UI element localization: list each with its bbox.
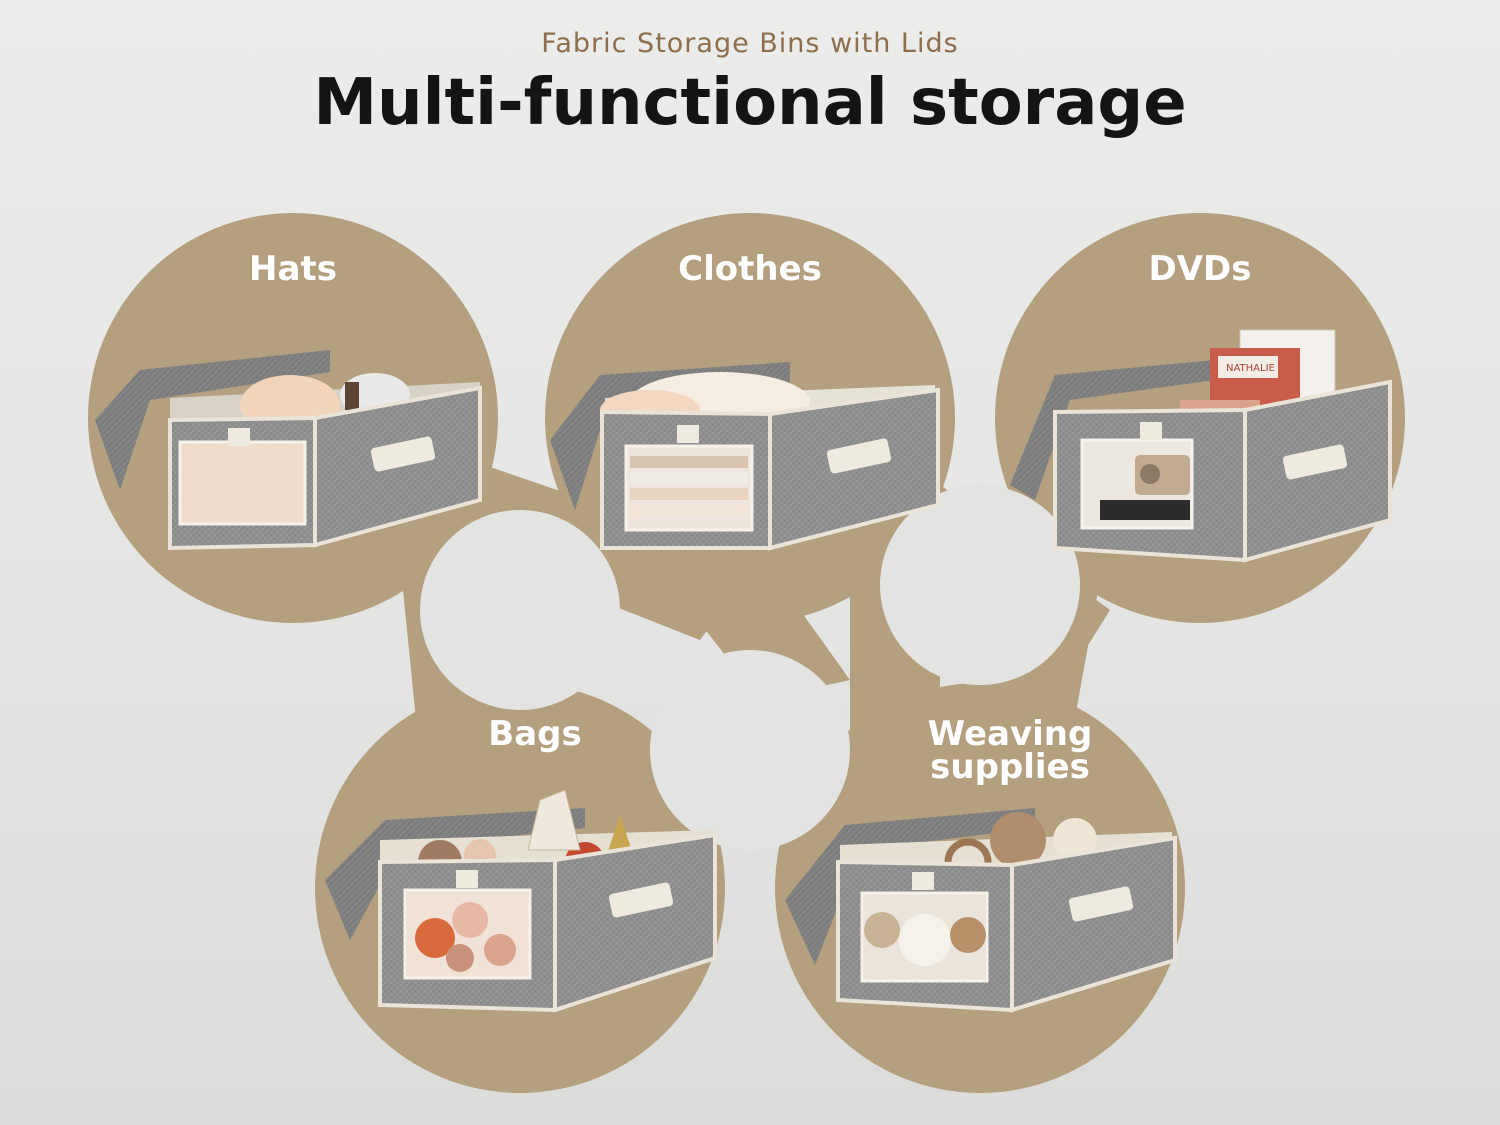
circle-label-bags: Bags [488, 714, 582, 754]
circle-label-hats: Hats [249, 249, 337, 289]
bags-box-image [325, 789, 717, 1013]
circle-label-clothes: Clothes [678, 249, 822, 289]
hats-box-image [95, 350, 482, 551]
circle-label-weaving-line2: supplies [930, 747, 1090, 787]
clothes-box-image [550, 362, 940, 551]
circle-label-weaving-line1: Weaving [927, 714, 1093, 754]
circle-label-weaving-supplies: Weaving supplies [880, 714, 1140, 787]
subtitle: Fabric Storage Bins with Lids [541, 28, 959, 59]
weaving-box-image [785, 808, 1177, 1013]
page-title: Multi-functional storage [313, 66, 1187, 140]
dvds-box-image: NATHALIE [1010, 329, 1392, 563]
dvd-book-text: NATHALIE [1226, 363, 1275, 374]
circle-label-dvds: DVDs [1148, 249, 1252, 289]
